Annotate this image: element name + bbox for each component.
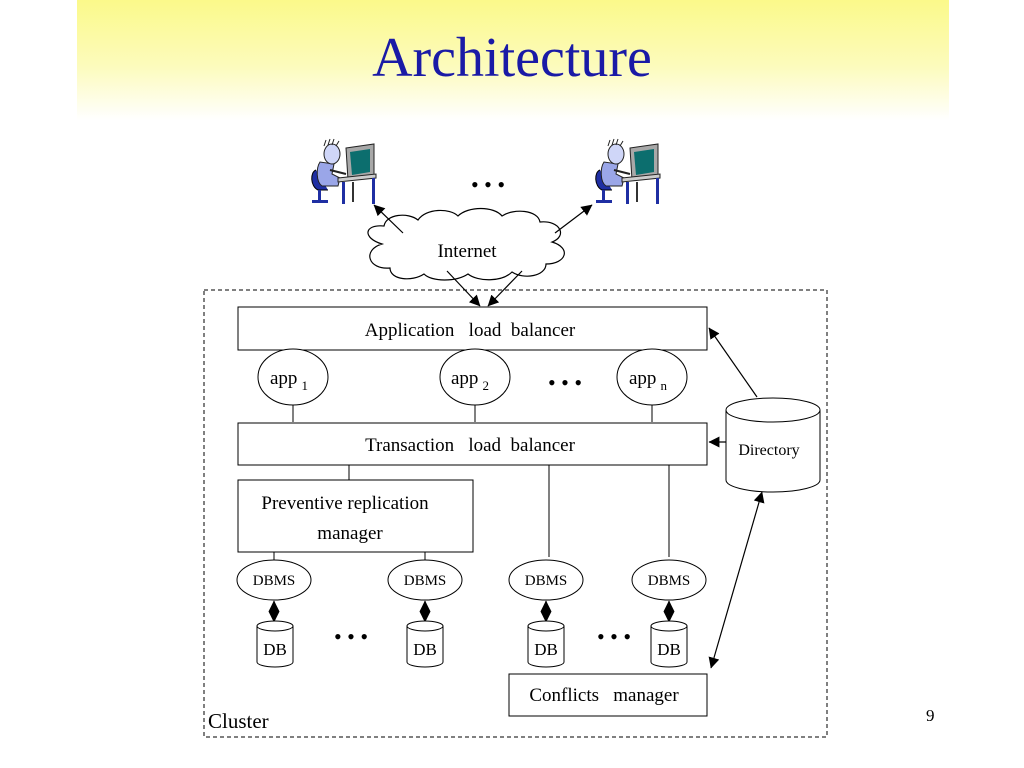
db-cylinder: DB bbox=[650, 620, 688, 668]
internet-to-lb-arrow bbox=[446, 270, 481, 307]
dbms-label: DBMS bbox=[648, 573, 691, 589]
preventive-replication-label: manager bbox=[317, 523, 383, 544]
directory-to-app-lb-arrow bbox=[708, 327, 758, 398]
transaction-load-balancer bbox=[237, 422, 708, 466]
user-at-computer-icon bbox=[594, 138, 661, 205]
apps-ellipsis: • • • bbox=[548, 370, 582, 395]
directory-database: Directory bbox=[725, 397, 821, 493]
application-load-balancer bbox=[237, 306, 708, 351]
dbms-node: DBMS bbox=[236, 559, 312, 601]
dbms-node: DBMS bbox=[387, 559, 463, 601]
title-band bbox=[77, 0, 949, 120]
conflicts-manager bbox=[508, 673, 708, 717]
internet-label: Internet bbox=[437, 241, 497, 262]
application-load-balancer-label: Application load balancer bbox=[365, 320, 576, 341]
directory-conflicts-arrow bbox=[708, 491, 765, 669]
db-cylinder: DB bbox=[256, 620, 294, 668]
page-number: 9 bbox=[926, 706, 935, 725]
users-ellipsis: • • • bbox=[471, 172, 505, 197]
db-cylinder: DB bbox=[406, 620, 444, 668]
page-title: Architecture bbox=[372, 27, 652, 89]
db-label: DB bbox=[413, 640, 437, 659]
transaction-load-balancer-label: Transaction load balancer bbox=[365, 435, 575, 456]
db-label: DB bbox=[657, 640, 681, 659]
cluster-boundary bbox=[203, 289, 828, 738]
db-label: DB bbox=[263, 640, 287, 659]
internet-to-lb-arrow bbox=[487, 270, 523, 307]
db-cylinder: DB bbox=[527, 620, 565, 668]
preventive-replication-manager bbox=[237, 479, 474, 553]
cluster-label: Cluster bbox=[208, 709, 269, 733]
db-ellipsis: • • • bbox=[334, 624, 368, 649]
db-label: DB bbox=[534, 640, 558, 659]
internet-to-user-arrow bbox=[554, 204, 593, 234]
internet-cloud bbox=[367, 207, 565, 281]
dbms-node: DBMS bbox=[631, 559, 707, 601]
dbms-node: DBMS bbox=[508, 559, 584, 601]
conflicts-manager-label: Conflicts manager bbox=[529, 685, 679, 706]
dbms-label: DBMS bbox=[404, 573, 447, 589]
preventive-replication-label: Preventive replication bbox=[261, 493, 429, 514]
dbms-label: DBMS bbox=[525, 573, 568, 589]
db-ellipsis: • • • bbox=[597, 624, 631, 649]
dbms-label: DBMS bbox=[253, 573, 296, 589]
user-at-computer-icon bbox=[310, 138, 377, 205]
internet-to-user-arrow bbox=[373, 204, 404, 234]
directory-label: Directory bbox=[738, 442, 799, 459]
